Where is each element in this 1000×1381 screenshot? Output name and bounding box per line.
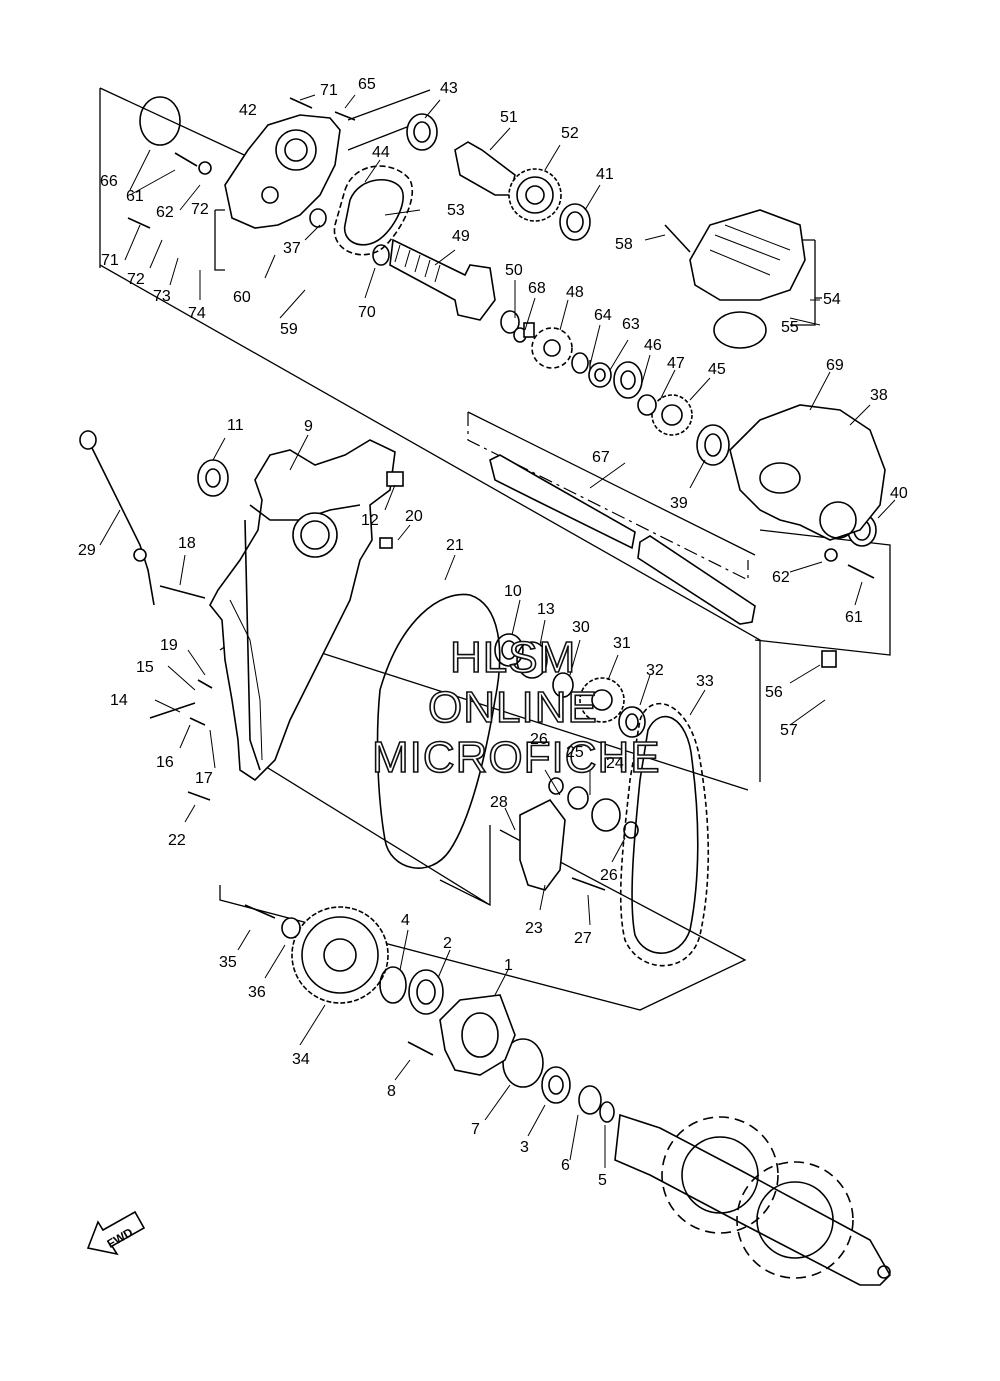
watermark-line-3: MICROFICHE xyxy=(372,733,661,782)
callout-34: 34 xyxy=(292,1051,310,1068)
callout-28: 28 xyxy=(490,794,508,811)
callout-45: 45 xyxy=(708,361,726,378)
callout-65: 65 xyxy=(358,76,376,93)
callout-58: 58 xyxy=(615,236,633,253)
callout-70: 70 xyxy=(358,304,376,321)
callout-3: 3 xyxy=(520,1139,529,1156)
callout-54: 54 xyxy=(823,291,841,308)
callout-72a: 72 xyxy=(191,201,209,218)
watermark-line-2: ONLINE xyxy=(428,683,598,732)
watermark: HLSM ONLINE MICROFICHE xyxy=(371,632,661,783)
callout-61b: 61 xyxy=(845,609,863,626)
top-cover xyxy=(689,209,806,301)
callout-23: 23 xyxy=(525,920,543,937)
watermark-line-1: HLSM xyxy=(450,633,576,682)
callout-62a: 62 xyxy=(156,204,174,221)
callout-36: 36 xyxy=(248,984,266,1001)
callout-29: 29 xyxy=(78,542,96,559)
track-sprockets xyxy=(661,1116,854,1279)
callout-12: 12 xyxy=(361,512,379,529)
callout-4: 4 xyxy=(401,912,410,929)
callout-41: 41 xyxy=(596,166,614,183)
callout-8: 8 xyxy=(387,1083,396,1100)
callout-20: 20 xyxy=(405,508,423,525)
callout-47: 47 xyxy=(667,355,685,372)
callout-71b: 71 xyxy=(101,252,119,269)
lower-chains xyxy=(376,593,710,967)
callout-30: 30 xyxy=(572,619,590,636)
callout-13: 13 xyxy=(537,601,555,618)
fwd-arrow-icon: FWD xyxy=(86,1210,146,1256)
callout-51: 51 xyxy=(500,109,518,126)
callout-6: 6 xyxy=(561,1157,570,1174)
upper-case-cover xyxy=(224,114,341,229)
callout-66: 66 xyxy=(100,173,118,190)
fasteners xyxy=(127,97,875,1056)
callout-69: 69 xyxy=(826,357,844,374)
callout-73: 73 xyxy=(153,288,171,305)
callout-2: 2 xyxy=(443,935,452,952)
callout-74: 74 xyxy=(188,305,206,322)
callout-11: 11 xyxy=(227,417,244,434)
callout-68: 68 xyxy=(528,280,546,297)
callout-35: 35 xyxy=(219,954,237,971)
callout-26b: 26 xyxy=(600,867,618,884)
callout-25: 25 xyxy=(566,744,584,761)
callout-72b: 72 xyxy=(127,271,145,288)
callout-31: 31 xyxy=(613,635,631,652)
callout-24: 24 xyxy=(606,755,624,772)
callout-59: 59 xyxy=(280,321,298,338)
callout-21: 21 xyxy=(446,537,464,554)
callout-1: 1 xyxy=(504,957,513,974)
callout-50: 50 xyxy=(505,262,523,279)
callout-7: 7 xyxy=(471,1121,480,1138)
callout-57: 57 xyxy=(780,722,798,739)
callout-44: 44 xyxy=(372,144,390,161)
callout-27: 27 xyxy=(574,930,592,947)
chaincase-cover xyxy=(209,439,396,782)
callout-42: 42 xyxy=(239,102,257,119)
callout-63: 63 xyxy=(622,316,640,333)
callout-5: 5 xyxy=(598,1172,607,1189)
callout-61a: 61 xyxy=(126,188,144,205)
callout-60: 60 xyxy=(233,289,251,306)
callout-32: 32 xyxy=(646,662,664,679)
callout-17: 17 xyxy=(195,770,213,787)
callout-52: 52 xyxy=(561,125,579,142)
callout-37: 37 xyxy=(283,240,301,257)
callout-39: 39 xyxy=(670,495,688,512)
callout-18: 18 xyxy=(178,535,196,552)
callout-16: 16 xyxy=(156,754,174,771)
callout-43: 43 xyxy=(440,80,458,97)
callout-46: 46 xyxy=(644,337,662,354)
callout-10: 10 xyxy=(504,583,522,600)
callout-26a: 26 xyxy=(530,731,548,748)
callout-49: 49 xyxy=(452,228,470,245)
callout-33: 33 xyxy=(696,673,714,690)
callout-62b: 62 xyxy=(772,569,790,586)
callout-14: 14 xyxy=(110,692,128,709)
callout-40: 40 xyxy=(890,485,908,502)
upper-drive-chain xyxy=(333,165,413,256)
dipstick xyxy=(79,430,155,606)
callout-48: 48 xyxy=(566,284,584,301)
callout-55: 55 xyxy=(781,319,799,336)
callout-56: 56 xyxy=(765,684,783,701)
callout-15: 15 xyxy=(136,659,154,676)
tensioner-and-bearing-housing xyxy=(439,798,566,1076)
callout-53: 53 xyxy=(447,202,465,219)
callout-71a: 71 xyxy=(320,82,338,99)
callout-19: 19 xyxy=(160,637,178,654)
callout-22: 22 xyxy=(168,832,186,849)
callout-64: 64 xyxy=(594,307,612,324)
leader-lines xyxy=(99,94,896,1168)
rear-housing xyxy=(729,404,886,541)
callout-67: 67 xyxy=(592,449,610,466)
callout-numbers: 1 2 3 4 5 6 7 8 9 10 11 12 13 14 15 16 1… xyxy=(78,76,908,1189)
shafts xyxy=(389,141,891,1286)
gears xyxy=(291,168,693,1004)
callout-38: 38 xyxy=(870,387,888,404)
callout-9: 9 xyxy=(304,418,313,435)
